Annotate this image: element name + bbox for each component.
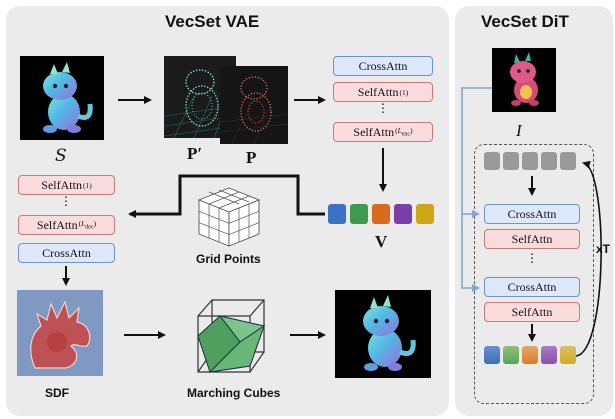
- latent-token: [328, 204, 346, 224]
- decoder-vdots: ···: [63, 191, 69, 214]
- output-token: [484, 346, 500, 364]
- grid-points-label: Grid Points: [196, 252, 261, 266]
- noise-token: [560, 152, 576, 170]
- marching-cubes-diagram: [190, 296, 272, 376]
- noise-token: [541, 152, 557, 170]
- output-token: [522, 346, 538, 364]
- sdf-label: SDF: [45, 386, 69, 400]
- noise-token: [503, 152, 519, 170]
- grid-points-cube: [196, 186, 262, 248]
- sdf-slice-image: [17, 290, 103, 376]
- noise-token: [522, 152, 538, 170]
- repeat-label: xT: [596, 242, 611, 256]
- dit-self-attn-block-1: SelfAttn: [484, 229, 580, 249]
- arrow-latent-to-decoder: [128, 174, 325, 218]
- output-mesh-image: [335, 290, 431, 378]
- denoised-latent-set: [484, 346, 584, 366]
- decoder-self-attn-dec-block: SelfAttn(Ldec): [18, 215, 115, 235]
- latent-symbol: V: [375, 232, 388, 251]
- point-cloud-prime-symbol: P′: [187, 144, 203, 163]
- point-cloud-symbol: P: [246, 148, 257, 167]
- noise-token: [484, 152, 500, 170]
- vae-title: VecSet VAE: [165, 12, 260, 31]
- latent-token: [350, 204, 368, 224]
- output-token: [560, 346, 576, 364]
- condition-image: [492, 48, 556, 112]
- latent-token: [372, 204, 390, 224]
- decoder-cross-attn-block: CrossAttn: [18, 243, 115, 263]
- dit-cross-attn-block-1: CrossAttn: [484, 204, 580, 224]
- input-mesh-image: [20, 56, 104, 140]
- decoder-self-attn-1-block: SelfAttn(1): [18, 175, 115, 195]
- noisy-latent-set: [484, 152, 584, 172]
- condition-symbol: I: [516, 121, 522, 140]
- output-token: [503, 346, 519, 364]
- output-token: [541, 346, 557, 364]
- encoder-vdots: ···: [380, 98, 386, 121]
- dit-vdots: ···: [529, 248, 535, 271]
- encoder-self-attn-enc-block: SelfAttn(Lenc): [333, 122, 433, 142]
- point-cloud-image: [219, 66, 289, 145]
- condition-feed-line: [461, 87, 492, 292]
- repeat-loop-arrow: [575, 160, 602, 357]
- dit-self-attn-block-2: SelfAttn: [484, 302, 580, 322]
- encoder-cross-attn-block: CrossAttn: [333, 56, 433, 76]
- dit-denoising-loop: [474, 144, 594, 404]
- latent-vector-set: [328, 204, 438, 226]
- latent-token: [394, 204, 412, 224]
- marching-cubes-label: Marching Cubes: [187, 386, 281, 400]
- input-shape-symbol: S: [55, 146, 67, 166]
- encoder-self-attn-1-block: SelfAttn(1): [333, 82, 433, 102]
- dit-cross-attn-block-2: CrossAttn: [484, 277, 580, 297]
- dit-title: VecSet DiT: [481, 12, 569, 31]
- latent-token: [416, 204, 434, 224]
